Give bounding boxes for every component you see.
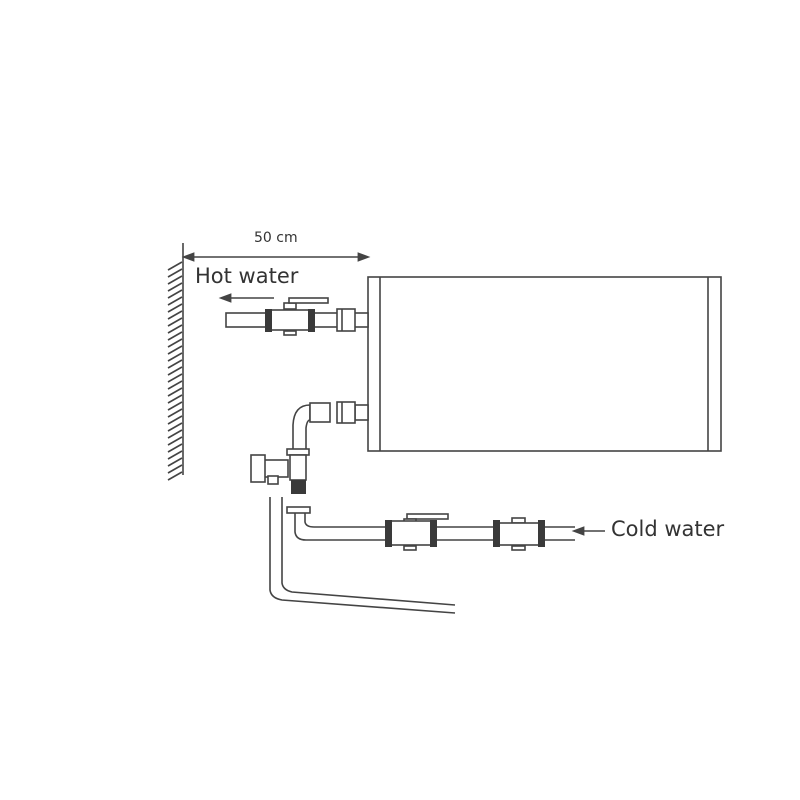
wall-hatch-line <box>167 296 183 306</box>
safety-valve <box>250 448 310 494</box>
wall-hatch-line <box>167 387 183 397</box>
wall-hatch-line <box>167 359 183 369</box>
wall-hatch-line <box>167 303 183 313</box>
drain-pipe <box>269 497 456 614</box>
wall-hatch-line <box>167 401 183 411</box>
wall-hatch-line <box>167 317 183 327</box>
cold-water-label: Cold water <box>611 517 725 541</box>
dimension-label: 50 cm <box>254 230 298 246</box>
cold-water-valve <box>385 513 449 551</box>
wall-hatch-line <box>167 450 183 460</box>
wall-hatch-line <box>167 394 183 404</box>
wall-hatch-line <box>167 436 183 446</box>
hot-water-label: Hot water <box>195 264 299 288</box>
wall-hatch-line <box>167 275 183 285</box>
wall-hatch-line <box>167 331 183 341</box>
wall-hatch-line <box>167 471 183 481</box>
wall-hatch-line <box>167 366 183 376</box>
cold-water-pipe <box>286 506 575 551</box>
wall <box>167 243 184 481</box>
wall-hatch-line <box>167 282 183 292</box>
wall-hatch-line <box>167 261 183 271</box>
wall-hatch-line <box>167 415 183 425</box>
pressure-reducer <box>493 517 545 551</box>
wall-hatch-line <box>167 443 183 453</box>
wall-hatch-line <box>167 338 183 348</box>
water-heater-tank <box>367 276 722 452</box>
wall-hatch-line <box>167 464 183 474</box>
wall-hatch-line <box>167 408 183 418</box>
wall-hatch-line <box>167 310 183 320</box>
wall-hatch-line <box>167 422 183 432</box>
wall-hatch-line <box>167 345 183 355</box>
wall-hatch-line <box>167 352 183 362</box>
wall-hatch-line <box>167 457 183 467</box>
hot-water-valve <box>265 297 329 336</box>
wall-hatch-line <box>167 373 183 383</box>
cold-inlet-connection <box>292 401 369 451</box>
wall-hatch-line <box>167 324 183 334</box>
wall-hatch-line <box>167 289 183 299</box>
wall-hatch-line <box>167 268 183 278</box>
wall-hatch-line <box>167 429 183 439</box>
wall-hatch-line <box>167 380 183 390</box>
hot-water-pipe <box>225 297 369 336</box>
